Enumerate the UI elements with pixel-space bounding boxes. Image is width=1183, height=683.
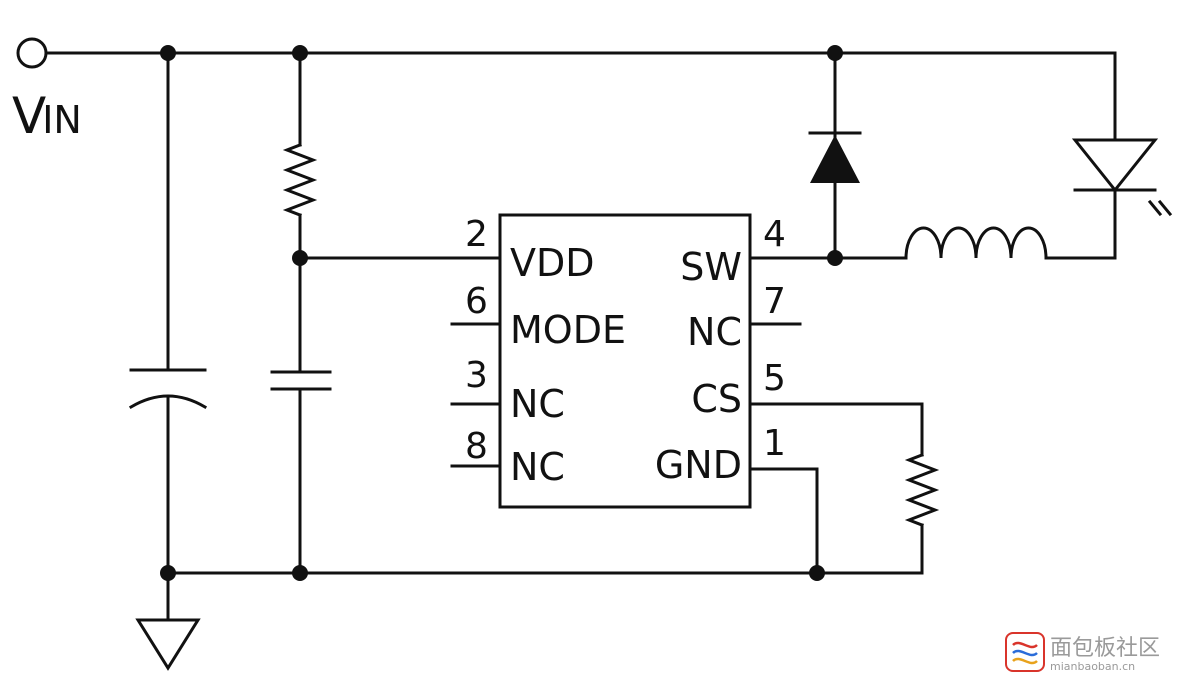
pin-number-left: 3 bbox=[465, 355, 488, 396]
junction-dot bbox=[827, 45, 843, 61]
junction-dot bbox=[827, 250, 843, 266]
junction-dot bbox=[160, 45, 176, 61]
pin-name-left: MODE bbox=[510, 308, 626, 352]
junction-dot bbox=[292, 45, 308, 61]
vin-terminal bbox=[16, 37, 48, 69]
pin-name-left: VDD bbox=[510, 241, 595, 285]
junction-dot bbox=[292, 565, 308, 581]
vdd-capacitor bbox=[270, 370, 332, 391]
pin-name-left: NC bbox=[510, 445, 565, 489]
pin-number-left: 6 bbox=[465, 281, 488, 322]
ic-body bbox=[498, 213, 752, 509]
pin-number-right: 4 bbox=[763, 214, 786, 255]
vin-label: VIN bbox=[12, 87, 82, 145]
led bbox=[1071, 138, 1173, 217]
junction-dot bbox=[292, 250, 308, 266]
watermark-title: 面包板社区 bbox=[1050, 636, 1160, 661]
ground-symbol bbox=[135, 618, 201, 671]
pin-name-right: CS bbox=[691, 377, 742, 421]
pin-number-right: 7 bbox=[763, 281, 786, 322]
pin-number-left: 2 bbox=[465, 214, 488, 255]
pin-number-left: 8 bbox=[465, 426, 488, 467]
pin-name-right: SW bbox=[680, 245, 742, 289]
junction-dot bbox=[160, 565, 176, 581]
watermark-url: mianbaoban.cn bbox=[1050, 660, 1135, 673]
watermark: 面包板社区 mianbaoban.cn bbox=[1005, 632, 1160, 673]
gnd-pin-wire bbox=[748, 467, 819, 575]
vdd-resistor bbox=[282, 143, 318, 217]
pin-name-right: GND bbox=[655, 443, 742, 487]
sense-resistor bbox=[904, 453, 940, 527]
pin-name-left: NC bbox=[510, 382, 565, 426]
pin-number-right: 1 bbox=[763, 423, 786, 464]
pin-name-right: NC bbox=[687, 310, 742, 354]
inductor bbox=[904, 226, 1048, 260]
watermark-logo bbox=[1005, 632, 1045, 672]
pin-number-right: 5 bbox=[763, 358, 786, 399]
schottky-diode bbox=[808, 131, 862, 183]
junction-dot bbox=[809, 565, 825, 581]
